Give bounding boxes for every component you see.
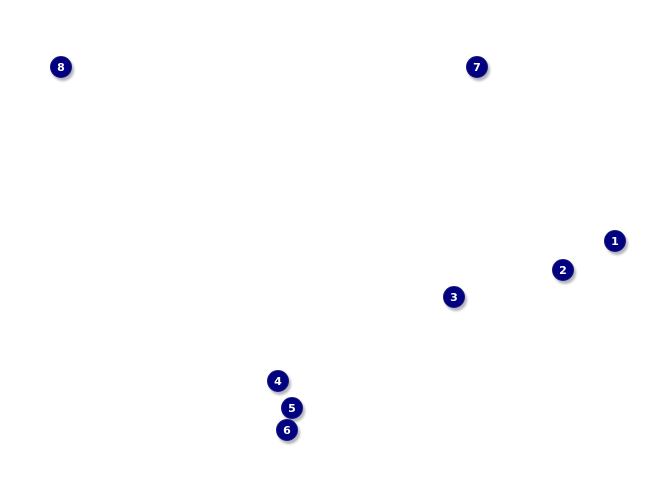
map-marker-5[interactable]: 5	[281, 397, 303, 419]
marker-label: 1	[611, 234, 619, 248]
marker-label: 8	[57, 60, 65, 74]
marker-label: 4	[274, 374, 282, 388]
map-marker-2[interactable]: 2	[552, 259, 574, 281]
map-marker-3[interactable]: 3	[443, 286, 465, 308]
marker-label: 5	[288, 401, 296, 415]
map-marker-4[interactable]: 4	[267, 370, 289, 392]
map-marker-1[interactable]: 1	[604, 230, 626, 252]
marker-label: 3	[450, 290, 458, 304]
marker-label: 7	[473, 60, 481, 74]
marker-label: 6	[283, 423, 291, 437]
map-marker-7[interactable]: 7	[466, 56, 488, 78]
marker-label: 2	[559, 263, 567, 277]
map-marker-6[interactable]: 6	[276, 419, 298, 441]
map-marker-8[interactable]: 8	[50, 56, 72, 78]
